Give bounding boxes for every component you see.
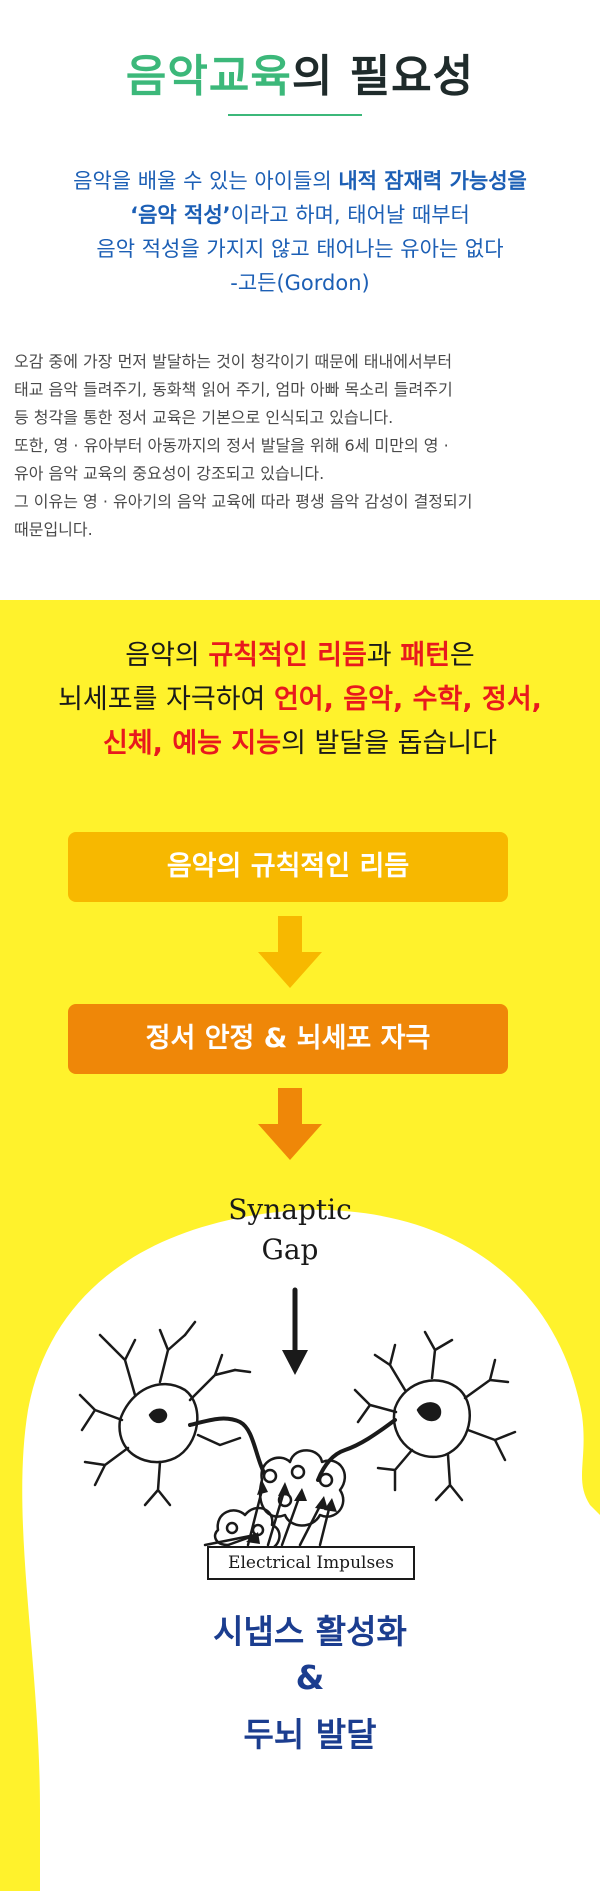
quote-line1-pre: 음악을 배울 수 있는 아이들의 (73, 169, 339, 193)
quote-line2-bold: ‘음악 적성’ (130, 203, 231, 227)
paragraph-line: 유아 음악 교육의 중요성이 강조되고 있습니다. (14, 464, 325, 483)
music-brain-section: 음악의 규칙적인 리듬과 패턴은 뇌세포를 자극하여 언어, 음악, 수학, 정… (0, 600, 600, 1891)
synaptic-gap-line2: Gap (261, 1233, 319, 1266)
result-ampersand: & (295, 1658, 325, 1697)
headline-highlight: 신체, 예능 지능 (103, 728, 282, 759)
headline-text: 과 (366, 640, 401, 671)
headline-text: 음악의 (125, 640, 209, 671)
neuron-icon (78, 1320, 270, 1507)
headline-text: 의 발달을 돕습니다 (281, 728, 497, 759)
step-rhythm-pill: 음악의 규칙적인 리듬 (68, 832, 508, 902)
quote-author: -고든(Gordon) (230, 271, 370, 295)
headline-highlight: 언어, 음악, 수학, 정서, (273, 684, 542, 715)
intro-section: 음악교육의 필요성 음악을 배울 수 있는 아이들의 내적 잠재력 가능성을 ‘… (0, 0, 600, 600)
neuron-icon (316, 1330, 517, 1502)
gordon-quote: 음악을 배울 수 있는 아이들의 내적 잠재력 가능성을 ‘음악 적성’이라고 … (10, 164, 590, 300)
quote-line2-post: 이라고 하며, 태어날 때부터 (230, 203, 470, 227)
headline-highlight: 규칙적인 리듬 (208, 640, 367, 671)
headline: 음악의 규칙적인 리듬과 패턴은 뇌세포를 자극하여 언어, 음악, 수학, 정… (0, 634, 600, 766)
page-title: 음악교육의 필요성 (0, 40, 600, 104)
paragraph-line: 오감 중에 가장 먼저 발달하는 것이 청각이기 때문에 태내에서부터 (14, 352, 453, 371)
title-underline (228, 114, 362, 116)
paragraph-line: 등 청각을 통한 정서 교육은 기본으로 인식되고 있습니다. (14, 408, 394, 427)
paragraph-line: 태교 음악 들려주기, 동화책 읽어 주기, 엄마 아빠 목소리 들려주기 (14, 380, 453, 399)
electrical-impulses-label: Electrical Impulses (207, 1546, 415, 1580)
headline-highlight: 패턴 (400, 640, 450, 671)
paragraph-line: 때문입니다. (14, 520, 93, 539)
result-synapse-activation: 시냅스 활성화 (213, 1612, 407, 1651)
neuron-diagram (78, 1287, 517, 1559)
headline-text: 은 (449, 640, 475, 671)
quote-line3: 음악 적성을 가지지 않고 태어나는 유아는 없다 (96, 237, 504, 261)
synaptic-gap-line1: Synaptic (228, 1193, 352, 1226)
intro-paragraph: 오감 중에 가장 먼저 발달하는 것이 청각이기 때문에 태내에서부터 태교 음… (14, 348, 590, 544)
page-title-rest: 의 필요성 (291, 51, 475, 102)
page-title-accent: 음악교육 (125, 51, 292, 102)
paragraph-line: 또한, 영 · 유아부터 아동까지의 정서 발달을 위해 6세 미만의 영 · (14, 436, 449, 455)
result-brain-development: 두뇌 발달 (243, 1715, 377, 1754)
down-arrow-icon (258, 916, 322, 988)
headline-text: 뇌세포를 자극하여 (58, 684, 274, 715)
synaptic-gap-label: Synaptic Gap (190, 1190, 390, 1270)
paragraph-line: 그 이유는 영 · 유아기의 음악 교육에 따라 평생 음악 감성이 결정되기 (14, 492, 473, 511)
step-stimulation-pill: 정서 안정 & 뇌세포 자극 (68, 1004, 508, 1074)
down-arrow-icon (258, 1088, 322, 1160)
quote-line1-bold: 내적 잠재력 가능성을 (338, 169, 527, 193)
